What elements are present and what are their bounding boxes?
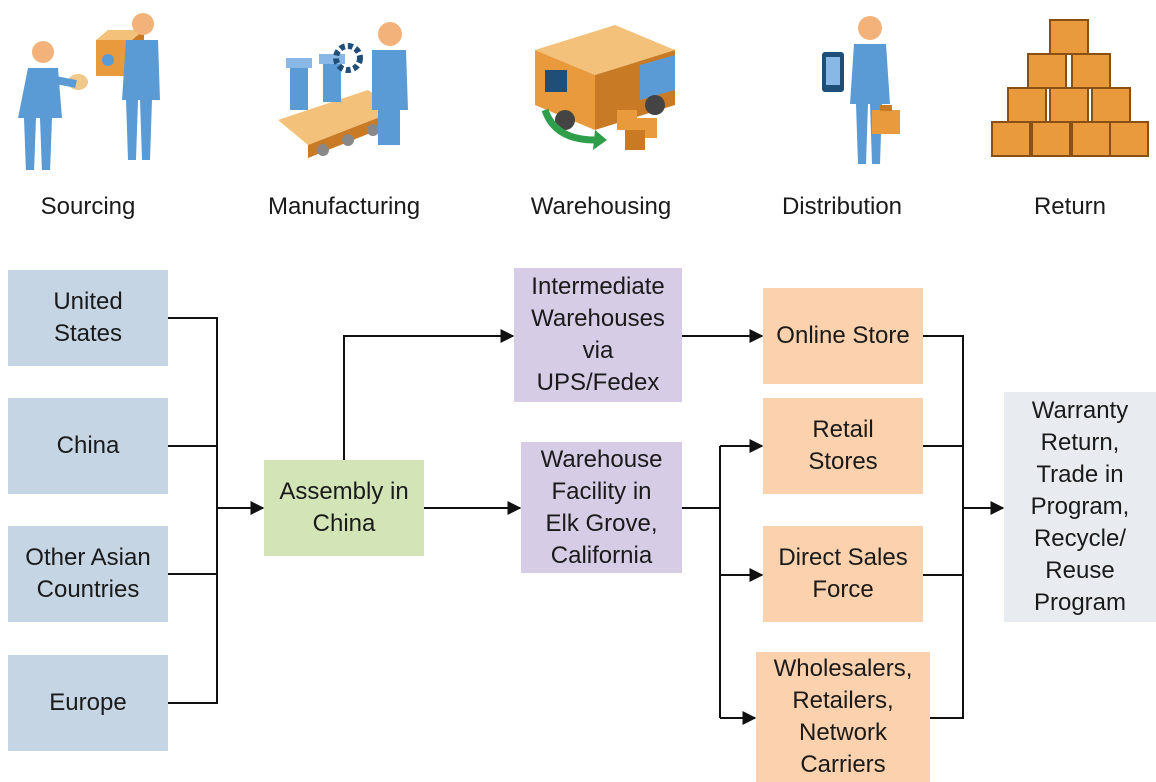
sourcing-people-icon — [18, 13, 160, 170]
stage-label-manufacturing: Manufacturing — [267, 193, 421, 220]
intermediate-warehouses-label: Intermediate Warehouses via UPS/Fedex — [531, 273, 665, 396]
warehouse-facility-label: Warehouse Facility in Elk Grove, Califor… — [540, 445, 663, 569]
channel-label: Online Store — [776, 322, 910, 349]
source-box-united-states: United States — [8, 270, 168, 366]
channel-box-online-store: Online Store — [763, 288, 923, 384]
source-label: Other Asian Countries — [25, 544, 151, 603]
source-label: Europe — [49, 689, 127, 716]
assembly-label: Assembly in China — [279, 478, 409, 537]
channel-label: Retail Stores — [808, 416, 878, 475]
stage-label-return: Return — [1033, 193, 1107, 220]
salesperson-icon — [822, 16, 900, 164]
manufacturing-conveyor-icon — [278, 22, 408, 158]
channel-label: Direct Sales Force — [778, 544, 908, 603]
source-box-china: China — [8, 398, 168, 494]
source-label: China — [56, 432, 120, 459]
source-box-other-asian-countries: Other Asian Countries — [8, 526, 168, 622]
stacked-boxes-icon — [991, 19, 1149, 157]
assembly-box: Assembly in China — [264, 460, 424, 556]
stage-label-warehousing: Warehousing — [530, 193, 672, 220]
delivery-truck-icon — [535, 25, 675, 150]
channel-box-retail-stores: Retail Stores — [763, 398, 923, 494]
channel-box-wholesalers: Wholesalers, Retailers, Network Carriers — [756, 652, 930, 782]
warehouse-facility-box: Warehouse Facility in Elk Grove, Califor… — [521, 442, 682, 573]
stage-label-distribution: Distribution — [781, 193, 903, 220]
return-label: Warranty Return, Trade in Program, Recyc… — [1030, 397, 1130, 616]
channel-label: Wholesalers, Retailers, Network Carriers — [773, 655, 913, 778]
return-box: Warranty Return, Trade in Program, Recyc… — [1004, 392, 1156, 622]
source-label: United States — [53, 288, 123, 347]
stage-label-sourcing: Sourcing — [40, 193, 136, 220]
channel-box-direct-sales-force: Direct Sales Force — [763, 526, 923, 622]
intermediate-warehouses-box: Intermediate Warehouses via UPS/Fedex — [514, 268, 682, 402]
source-box-europe: Europe — [8, 655, 168, 751]
